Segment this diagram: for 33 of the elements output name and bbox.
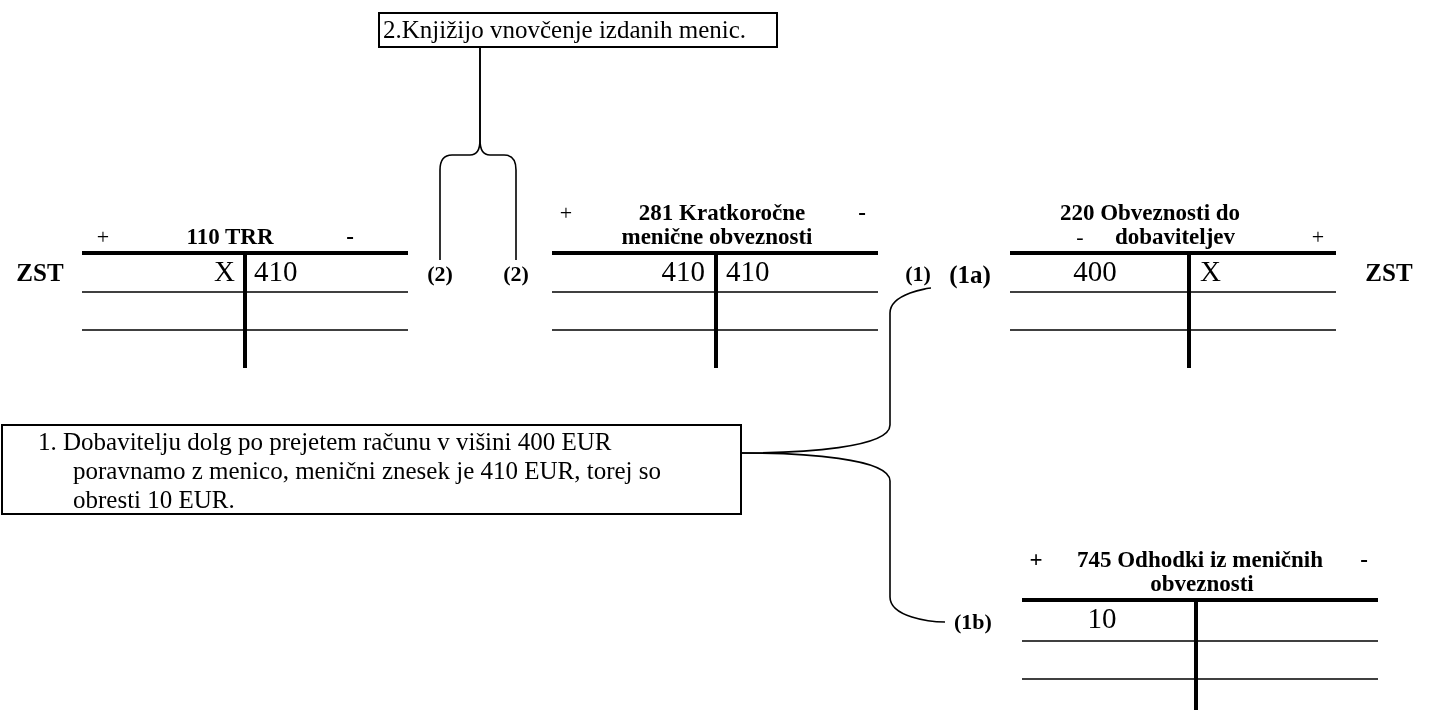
amount-value: X	[213, 255, 235, 287]
account-title: +	[1028, 548, 1044, 572]
account-title: 110 TRR	[185, 225, 275, 249]
note-box: 1. Dobavitelju dolg po prejetem računu v višini 400 EUR poravnamo z menico, menični znesek je 410 EUR, torej so obresti 10 EUR.	[1, 424, 742, 515]
sign-symbol: +	[95, 225, 111, 249]
account-title: 220 Obveznosti do	[1058, 201, 1242, 225]
account-title: -	[345, 225, 355, 249]
account-title: 281 Kratkoročne	[637, 201, 807, 225]
account-marker: ZST	[1364, 258, 1414, 288]
sign-symbol: +	[1310, 225, 1326, 249]
bracket-connector	[479, 47, 517, 261]
account-title: -	[1359, 548, 1369, 572]
account-title: menične obveznosti	[620, 225, 814, 249]
sign-symbol: -	[1075, 225, 1085, 249]
account-marker: ZST	[15, 258, 65, 288]
entry-tag: (2)	[494, 260, 538, 288]
amount-value: 410	[726, 255, 771, 287]
amount-value: X	[1200, 255, 1222, 287]
entry-tag: (1b)	[945, 608, 1001, 636]
account-title: obveznosti	[1149, 572, 1255, 596]
entry-tag: (2)	[418, 260, 462, 288]
account-title: -	[857, 201, 867, 225]
amount-value: 400	[1072, 255, 1118, 287]
account-marker: (1a)	[948, 260, 992, 290]
account-title: 745 Odhodki iz meničnih	[1076, 548, 1324, 572]
amount-value: 410	[254, 255, 299, 287]
note-box: 2.Knjižijo vnovčenje izdanih menic.	[378, 12, 778, 48]
entry-tag: (1)	[900, 260, 936, 288]
amount-value: 10	[1086, 602, 1118, 634]
bracket-connector	[741, 452, 946, 623]
account-title: dobaviteljev	[1113, 225, 1237, 249]
sign-symbol: +	[558, 201, 574, 225]
amount-value: 410	[660, 255, 705, 287]
